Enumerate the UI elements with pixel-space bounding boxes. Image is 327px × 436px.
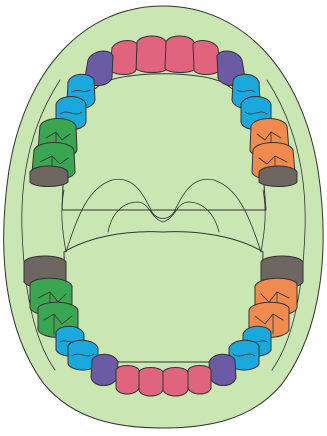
lower-incisor-3: [163, 368, 188, 397]
lower-incisor-1: [116, 366, 139, 395]
upper-lateral-incisor-right: [193, 41, 220, 75]
upper-molar-3-right: [259, 166, 297, 187]
lower-canine-left: [91, 354, 118, 385]
lower-incisor-4: [188, 366, 211, 395]
lower-incisor-2: [139, 368, 163, 397]
upper-central-incisor-left: [136, 36, 167, 73]
upper-central-incisor-right: [165, 36, 195, 73]
upper-molar-3-left: [30, 166, 68, 187]
upper-lateral-incisor-left: [110, 41, 137, 75]
lower-canine-right: [209, 354, 236, 385]
